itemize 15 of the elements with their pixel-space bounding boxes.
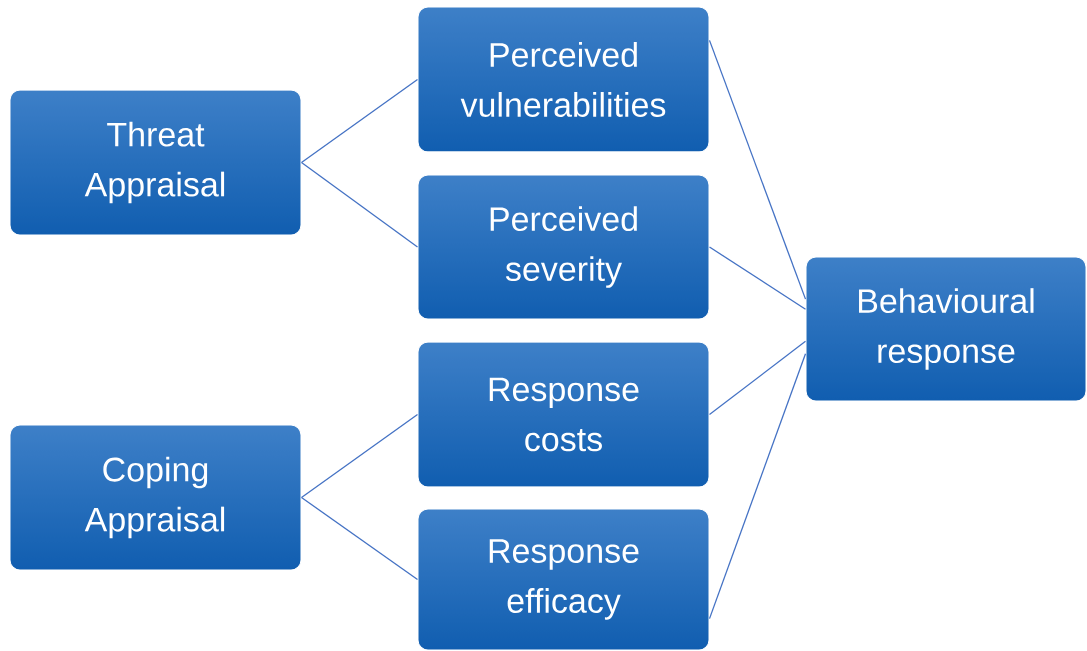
process-box: Perceived severity	[417, 174, 710, 320]
process-box: Response costs	[417, 341, 710, 488]
connector-line	[300, 78, 419, 164]
connector-line	[300, 413, 419, 499]
process-box: Threat Appraisal	[9, 89, 302, 236]
connector-line	[708, 39, 807, 300]
process-box: Coping Appraisal	[9, 424, 302, 571]
connector-line	[708, 246, 807, 310]
process-box: Behavioural response	[805, 256, 1087, 402]
process-box: Response efficacy	[417, 508, 710, 651]
process-box: Perceived vulnerabilities	[417, 6, 710, 153]
connector-line	[300, 496, 419, 581]
connector-line	[300, 161, 419, 248]
connector-line	[708, 340, 807, 416]
connector-line	[708, 353, 807, 620]
